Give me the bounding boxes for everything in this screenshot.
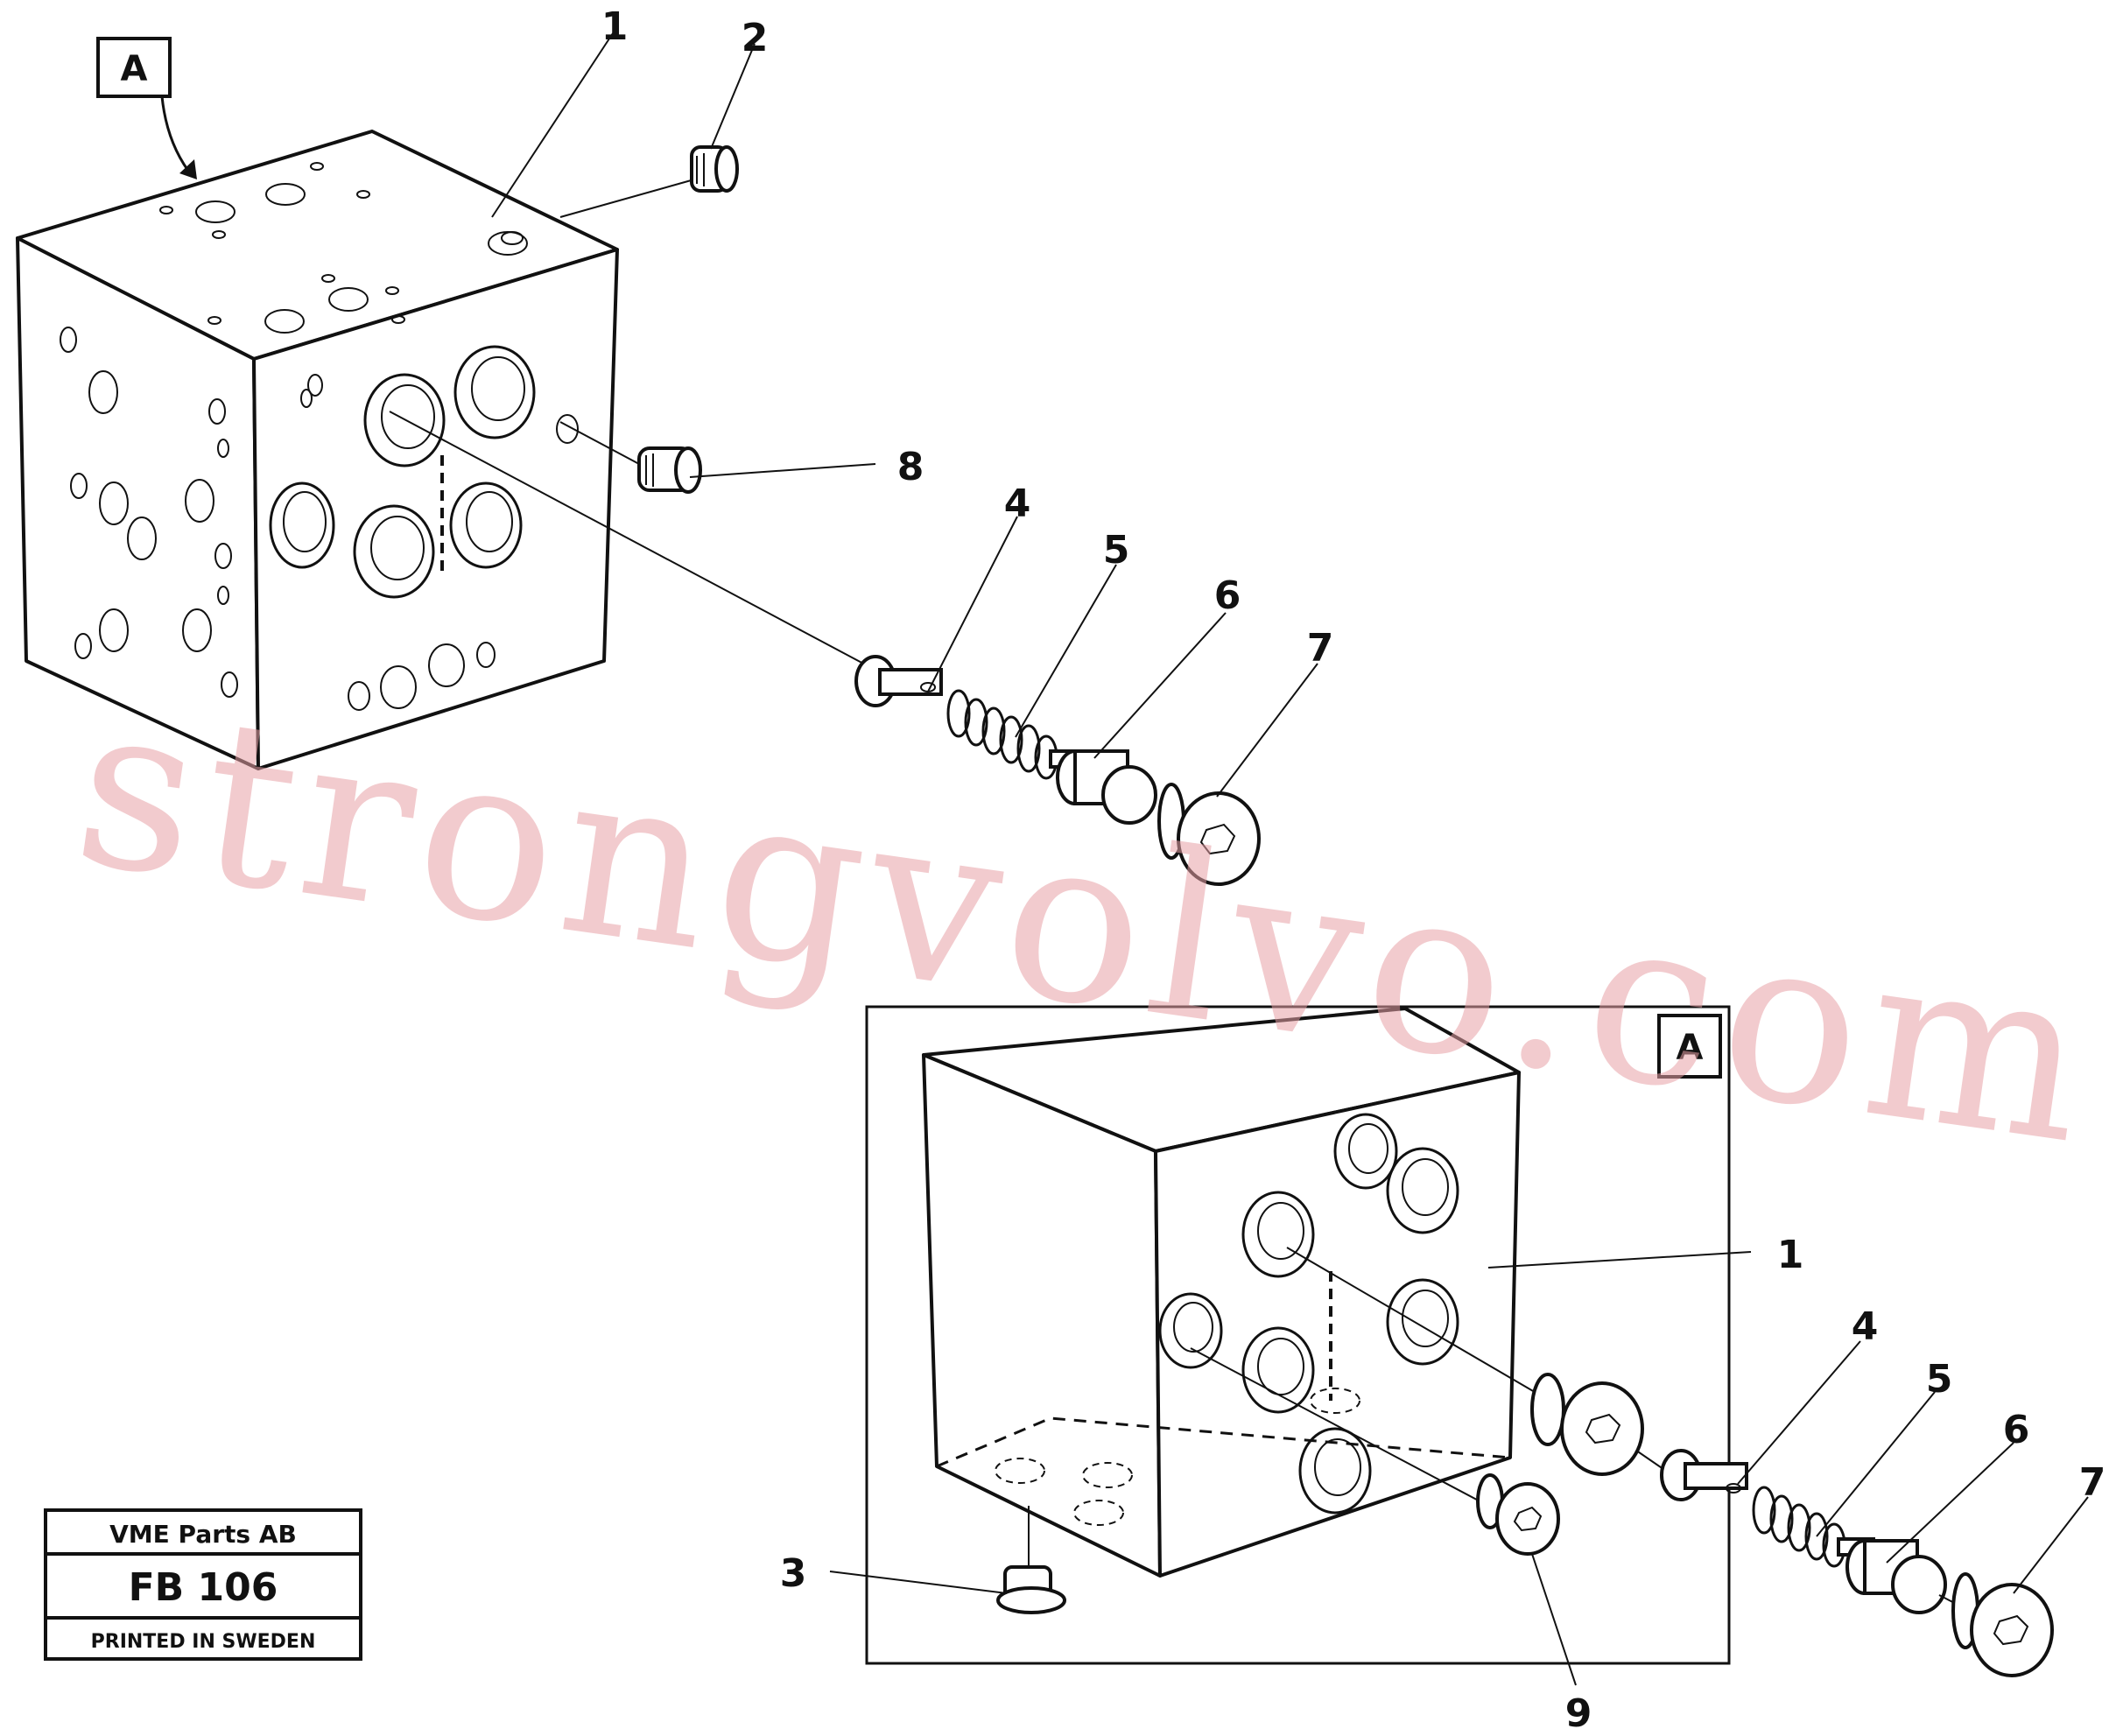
title-block-company: VME Parts AB: [109, 1520, 297, 1549]
detail-view-a: A: [780, 1005, 2106, 1736]
callout-5-main: 5: [1103, 528, 1130, 573]
detail-relief-valve-assembly: [1286, 1247, 2054, 1677]
plug-8: [559, 421, 702, 494]
detail-marker-a: A: [1657, 1014, 1722, 1079]
leader-1-main: [491, 32, 614, 218]
view-marker-a-label: A: [121, 49, 148, 89]
leader-9: [1531, 1553, 1577, 1686]
leader-6-detail: [1886, 1442, 2014, 1564]
callout-1-main: 1: [601, 4, 629, 49]
callout-9: 9: [1565, 1691, 1592, 1736]
left-face-ports: [60, 327, 238, 698]
callout-7-detail: 7: [2079, 1460, 2106, 1505]
callout-4-detail: 4: [1852, 1304, 1879, 1349]
callout-6-detail: 6: [2003, 1408, 2030, 1452]
leader-4-main: [927, 516, 1018, 692]
leader-7-main: [1216, 663, 1318, 798]
leader-5-detail: [1816, 1391, 1936, 1537]
title-block-drawing-number: FB 106: [129, 1565, 278, 1610]
leader-8: [689, 463, 876, 478]
detail-block-front-face: [1154, 1071, 1521, 1578]
callout-2: 2: [742, 16, 769, 60]
view-marker-a: A: [96, 37, 172, 98]
callout-3: 3: [780, 1551, 807, 1596]
plug-2: [559, 145, 739, 218]
detail-frame: [865, 1005, 1731, 1665]
leader-7-detail: [2013, 1496, 2089, 1594]
callout-8: 8: [897, 445, 924, 489]
valve-block: [16, 130, 619, 770]
detail-spring-5: [1752, 1486, 1846, 1568]
leader-1-detail: [1487, 1251, 1752, 1269]
callout-4-main: 4: [1004, 481, 1031, 526]
detail-marker-a-label: A: [1677, 1028, 1704, 1068]
block-front-face: [252, 248, 619, 770]
callout-6-main: 6: [1214, 573, 1241, 618]
view-marker-arrowhead: [179, 159, 197, 179]
leader-6-main: [1093, 612, 1227, 759]
detail-valve-block: [922, 1007, 1521, 1578]
detail-plug-9: [1190, 1347, 1560, 1556]
leader-4-detail: [1737, 1340, 1861, 1485]
callout-7-main: 7: [1307, 626, 1334, 671]
leader-5-main: [1015, 564, 1117, 738]
title-block-footer: PRINTED IN SWEDEN: [91, 1631, 316, 1653]
view-marker-arrow: [160, 95, 190, 172]
spring-5: [946, 689, 1058, 780]
top-face-ports: [159, 162, 528, 334]
detail-plug-3: [996, 1506, 1066, 1614]
leader-2: [710, 43, 756, 150]
callout-1-detail: 1: [1777, 1233, 1804, 1277]
callout-5-detail: 5: [1926, 1357, 1953, 1402]
main-view: A: [16, 4, 1334, 886]
leader-3: [829, 1571, 1008, 1594]
title-block: VME Parts AB FB 106 PRINTED IN SWEDEN: [44, 1508, 362, 1661]
detail-front-ports: [1158, 1113, 1459, 1515]
front-face-ports: [269, 345, 579, 711]
